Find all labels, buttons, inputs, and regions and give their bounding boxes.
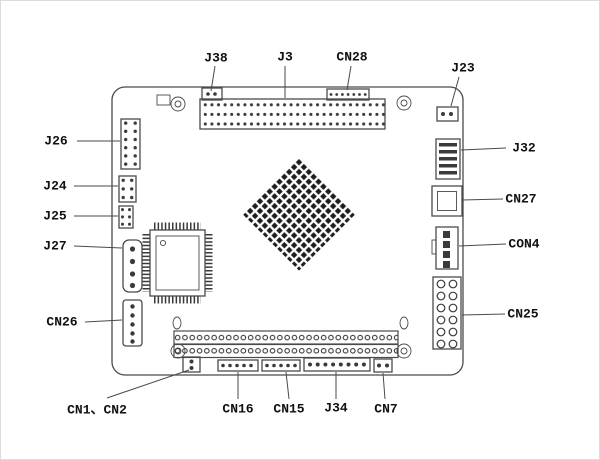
label-j27: J27 bbox=[43, 238, 67, 254]
label-j23: J23 bbox=[451, 60, 475, 76]
label-j38: J38 bbox=[204, 50, 228, 66]
bga-chip bbox=[242, 157, 356, 271]
j23-connector bbox=[436, 106, 459, 122]
leader-lines bbox=[73, 65, 507, 400]
j34-connector bbox=[303, 357, 371, 372]
cn1-cn2-connector bbox=[182, 356, 201, 373]
cn26-connector bbox=[122, 299, 143, 347]
label-cn1-cn2: CN1、CN2 bbox=[67, 402, 127, 418]
j38-connector bbox=[201, 87, 223, 101]
con4-connector bbox=[431, 226, 459, 270]
label-cn7: CN7 bbox=[374, 401, 398, 417]
label-j32: J32 bbox=[512, 140, 536, 156]
label-j24: J24 bbox=[43, 178, 67, 194]
cn15-connector bbox=[261, 359, 301, 372]
label-cn15: CN15 bbox=[273, 401, 305, 417]
label-cn25: CN25 bbox=[507, 306, 539, 322]
cn7-connector bbox=[373, 358, 393, 373]
label-j3: J3 bbox=[277, 49, 293, 65]
cn25-connector bbox=[432, 276, 462, 350]
board-outline bbox=[111, 86, 464, 376]
j27-connector bbox=[122, 239, 143, 293]
cn28-connector bbox=[326, 88, 370, 101]
cn27-connector bbox=[431, 185, 463, 217]
label-cn26: CN26 bbox=[46, 314, 78, 330]
j26-connector bbox=[120, 118, 141, 170]
j32-connector bbox=[435, 138, 461, 180]
label-con4: CON4 bbox=[508, 236, 540, 252]
label-j34: J34 bbox=[324, 400, 348, 416]
bottom-pin-header-rows bbox=[173, 330, 399, 359]
qfp-chip bbox=[142, 222, 213, 304]
label-cn28: CN28 bbox=[336, 49, 368, 65]
j3-connector bbox=[199, 98, 386, 130]
j25-connector bbox=[118, 205, 134, 229]
label-j26: J26 bbox=[44, 133, 68, 149]
label-j25: J25 bbox=[43, 208, 67, 224]
j24-connector bbox=[118, 175, 137, 203]
mounting-holes bbox=[170, 95, 412, 359]
small-smd-component bbox=[156, 94, 171, 106]
label-cn16: CN16 bbox=[222, 401, 254, 417]
label-cn27: CN27 bbox=[505, 191, 537, 207]
cn16-connector bbox=[217, 359, 259, 372]
